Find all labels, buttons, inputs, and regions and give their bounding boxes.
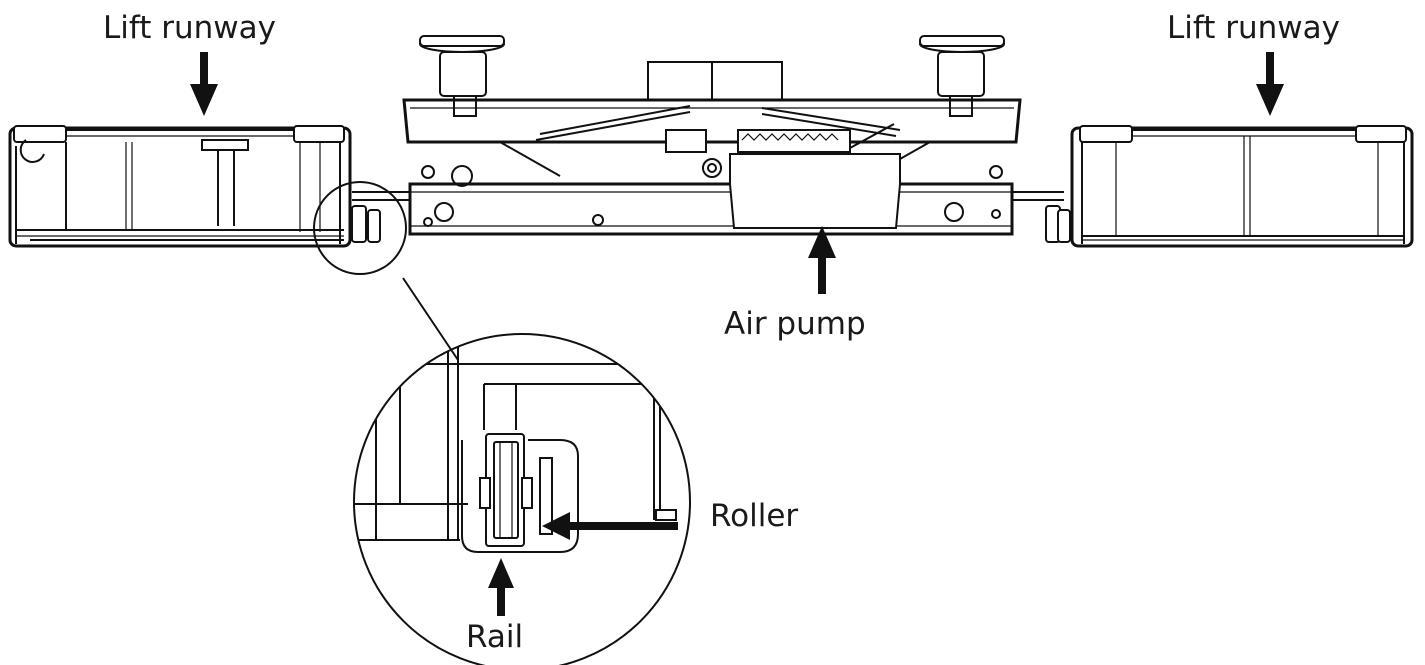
magnified-roller-detail [353,333,691,665]
central-lift [351,35,1071,243]
arrow-lift-runway-right [1256,52,1284,116]
label-air-pump: Air pump [724,306,866,342]
label-roller: Roller [710,498,799,534]
arrow-roller [542,512,678,540]
arrow-rail [488,558,514,616]
label-rail: Rail [466,619,524,655]
left-runway [8,125,352,248]
label-lift-runway-left: Lift runway [103,10,276,46]
arrow-lift-runway-left [190,52,218,116]
label-lift-runway-right: Lift runway [1167,10,1340,46]
arrow-air-pump [808,226,836,294]
right-runway [1070,125,1414,248]
detail-leader-line [402,277,459,361]
detail-callout-circle [313,181,407,275]
